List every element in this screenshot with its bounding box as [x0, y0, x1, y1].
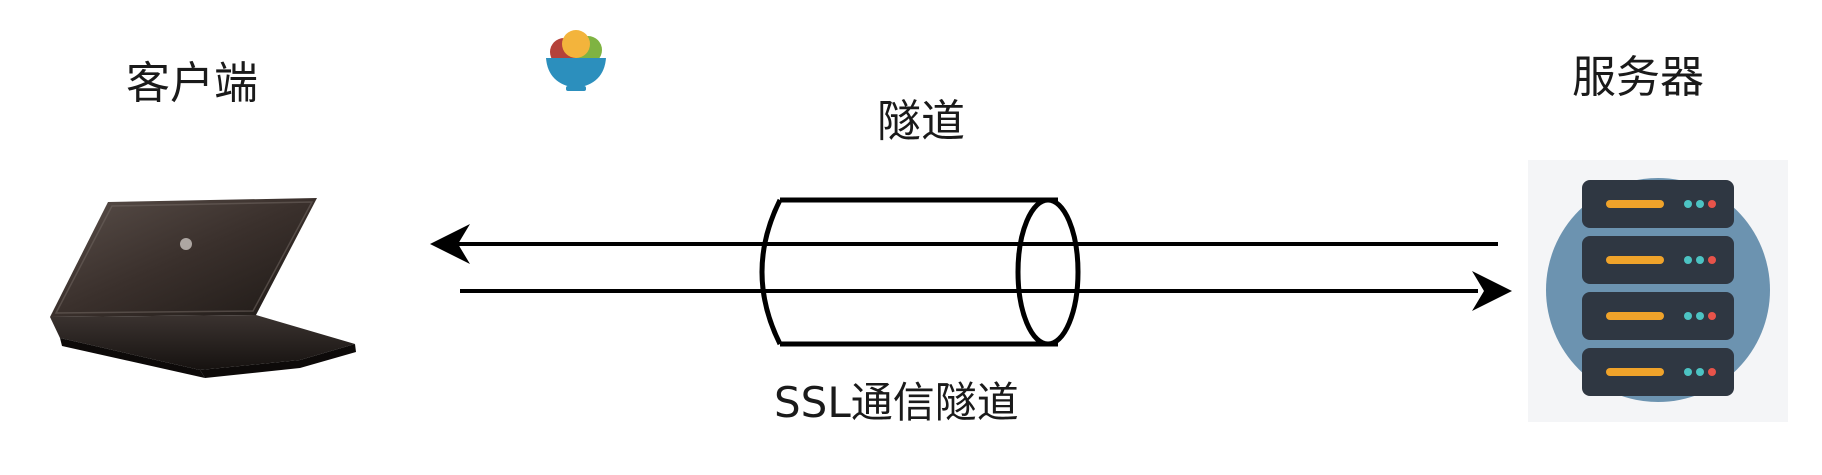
tunnel-caption: SSL通信隧道: [774, 378, 1019, 427]
tunnel-cylinder-body: [780, 200, 1058, 344]
tunnel-label: 隧道: [877, 96, 965, 147]
tunnel-cylinder-mouth: [1015, 197, 1081, 347]
server-units: [1582, 180, 1734, 396]
tunnel-cylinder-outline: [759, 197, 1058, 347]
server-label: 服务器: [1572, 52, 1704, 103]
client-label: 客户端: [126, 58, 258, 109]
server-circle: [1546, 178, 1770, 402]
arrow-to-server-head: [1472, 271, 1512, 311]
arrow-to-client-head: [430, 224, 470, 264]
